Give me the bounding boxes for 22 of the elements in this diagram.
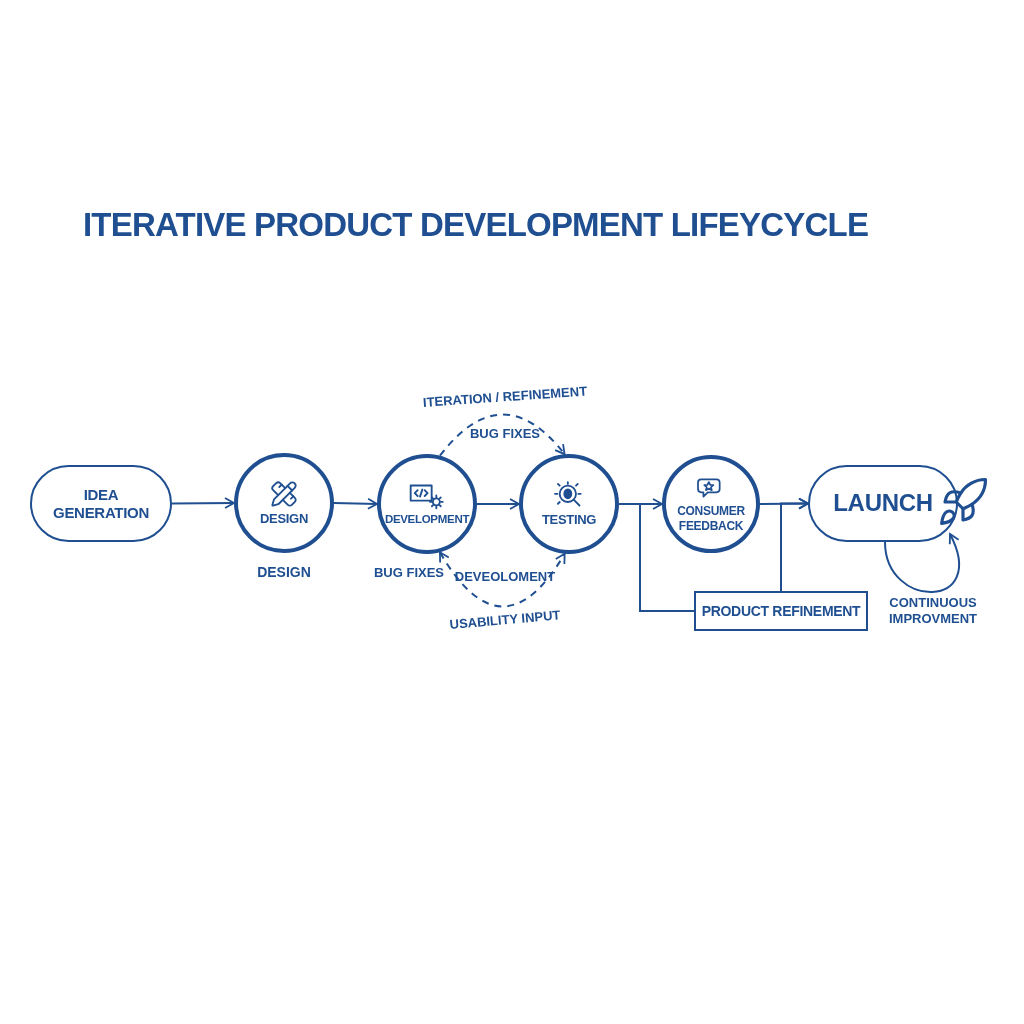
note-label: BUG FIXES (372, 565, 446, 581)
node-label: CONSUMER FEEDBACK (676, 504, 746, 533)
note-label: BUG FIXES (468, 426, 542, 442)
arrow (884, 533, 961, 593)
arrow (333, 497, 378, 510)
node-label: TESTING (541, 511, 597, 528)
arrow (780, 497, 809, 592)
terminal-pill (808, 465, 958, 542)
dashed-arrow (438, 551, 566, 608)
node-label: DEVELOPMENT (384, 512, 470, 527)
node-label: LAUNCH (833, 489, 933, 518)
arrow (171, 497, 235, 509)
dashed-arrow (438, 413, 566, 457)
note-label: DEVEOLOMENT (453, 569, 557, 585)
node-label: DESIGN (259, 510, 308, 527)
node-label: PRODUCT REFINEMENT (701, 602, 861, 620)
connector-line (618, 503, 695, 612)
node-label: IDEA GENERATION (52, 485, 150, 522)
diagram-title: ITERATIVE PRODUCT DEVELOPMENT LIFEYCYCLE (83, 206, 870, 244)
stage-caption: DESIGN (256, 563, 312, 581)
process-box (694, 591, 868, 631)
arrow (476, 498, 520, 510)
